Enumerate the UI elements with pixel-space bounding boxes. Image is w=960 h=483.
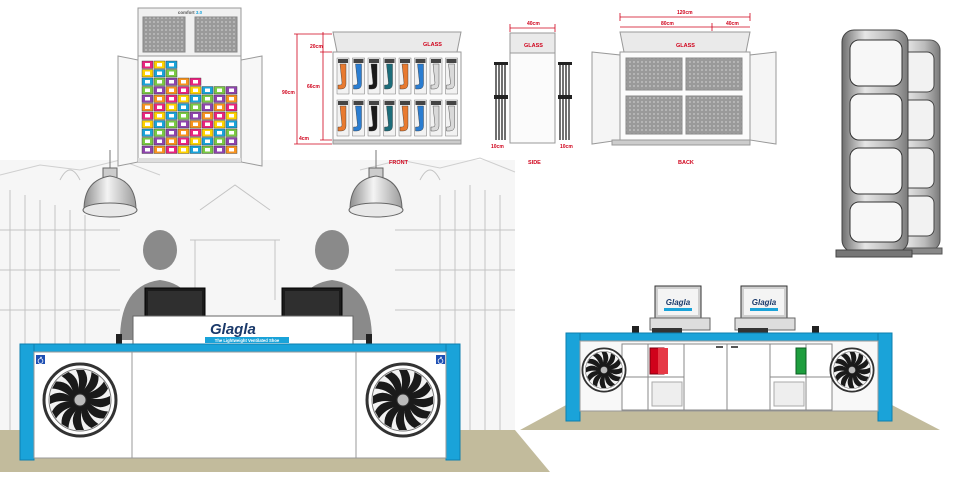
front-dim-middle: 66cm [307,84,320,90]
front-dim-total: 90cm [282,90,295,96]
back-counter-scene: Glagla Glagla [520,285,940,430]
tower-shelf-units [835,29,943,258]
glass-cabinet-side-view: 40cm GLASS 10cm 10cm SIDE [491,21,573,166]
front-counter-scene: Glagla The Lightweight Ventilated Shoe [0,150,550,472]
fan-icon [581,347,627,393]
cabinet-header-text: comfort [178,10,196,15]
side-right-depth: 10cm [560,144,573,150]
back-glass-label: GLASS [676,43,695,49]
fan-icon [829,347,875,393]
back-side-width: 40cm [726,21,739,27]
side-view-label: SIDE [528,160,541,166]
side-glass-label: GLASS [524,43,543,49]
pendant-lamp-icon [82,150,138,218]
pendant-lamp-icon [348,150,404,218]
wheelchair-icon [36,355,45,364]
side-left-depth: 10cm [491,144,504,150]
fan-icon [42,362,118,438]
back-monitor-brand-left: Glagla [666,298,691,307]
back-monitor-brand-right: Glagla [752,298,777,307]
front-dim-bottom: 4cm [299,136,310,142]
back-inner-width: 80cm [661,21,674,27]
fan-icon [365,362,441,438]
glass-cabinet-front-view: GLASS 20cm 90cm 66cm 4cm FRONT [282,31,462,166]
front-view-label: FRONT [389,160,409,166]
front-dim-top: 20cm [310,44,323,50]
side-width-label: 40cm [527,21,540,27]
back-total-width: 120cm [677,10,693,16]
counter-brand-name: Glagla [210,321,256,338]
cabinet-header-accent: 3.0 [196,10,203,15]
front-glass-label: GLASS [423,42,442,48]
back-view-label: BACK [678,160,694,166]
wheelchair-icon [436,355,445,364]
counter-brand-tagline: The Lightweight Ventilated Shoe [215,338,280,343]
glass-cabinet-back-view: 120cm 80cm 40cm GLASS BACK [591,10,777,166]
svg-text:comfort 3.0: comfort 3.0 [178,10,203,15]
shoe-display-cabinet: comfort 3.0 [117,7,263,167]
